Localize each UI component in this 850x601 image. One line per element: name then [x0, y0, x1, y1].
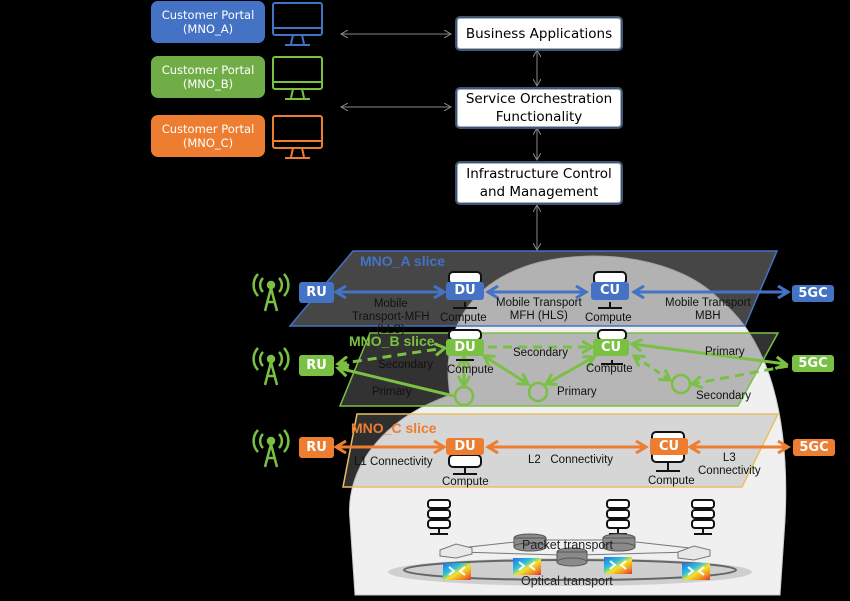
mno-c-slice-title: MNO_C slice — [351, 420, 437, 436]
mno-c-l1-label: L1 Connectivity — [354, 456, 433, 468]
mno-b-secondary-label: Secondary — [513, 347, 568, 359]
mno-b-secondary-label: Secondary — [378, 359, 433, 371]
mno-a-slice-title: MNO_A slice — [360, 253, 446, 269]
mno-b-primary-label: Primary — [705, 346, 745, 358]
mno-b-cu-compute-label: Compute — [586, 363, 633, 375]
optical-transport-label: Optical transport — [521, 574, 613, 588]
mno-a-ru[interactable]: RU — [299, 282, 334, 303]
antenna-icon — [252, 273, 290, 312]
server-rack-icon — [606, 499, 630, 535]
mno-b-slice-title: MNO_B slice — [349, 333, 435, 349]
mno-a-fronthaul-lls-label: Mobile Transport-MFH (LLS) — [352, 298, 430, 336]
mno-a-cu-compute-label: Compute — [585, 312, 632, 324]
mno-b-transport-node — [527, 381, 549, 403]
mno-b-du-node2-link — [484, 356, 528, 384]
monitor-icon — [272, 115, 323, 159]
mno-a-backhaul-label: Mobile Transport MBH — [665, 297, 751, 322]
mno-a-fronthaul-hls-label: Mobile Transport MFH (HLS) — [496, 297, 582, 322]
mno-c-du[interactable]: DU — [446, 438, 484, 455]
packet-transport-label: Packet transport — [522, 538, 614, 552]
server-icon — [448, 271, 482, 309]
mno-b-du[interactable]: DU — [446, 339, 484, 356]
mno-a-du-compute-label: Compute — [440, 312, 487, 324]
mno-b-cu[interactable]: CU — [593, 339, 629, 356]
mno-b-5gc[interactable]: 5GC — [792, 355, 834, 372]
mno-c-5gc[interactable]: 5GC — [793, 439, 835, 456]
mno-b-cu-core-primary-link — [632, 344, 786, 364]
customer-portal-mno-b[interactable]: Customer Portal(MNO_B) — [151, 56, 265, 98]
packet-switch-icon — [513, 533, 636, 567]
server-rack-icon — [691, 499, 715, 535]
mno-b-cu-node3-secondary-link — [634, 356, 670, 380]
monitor-icon — [272, 56, 323, 100]
customer-portal-mno-a[interactable]: Customer Portal(MNO_A) — [151, 1, 265, 43]
mno-b-transport-node — [670, 373, 692, 395]
mno-b-ru[interactable]: RU — [299, 355, 334, 376]
customer-portal-mno-c[interactable]: Customer Portal(MNO_C) — [151, 115, 265, 157]
server-icon — [593, 271, 627, 309]
router-icon — [439, 543, 711, 561]
mno-b-secondary-label: Secondary — [696, 390, 751, 402]
mno-b-primary-label: Primary — [372, 386, 412, 398]
antenna-icon — [252, 429, 290, 468]
mno-c-l2-label: L2 Connectivity — [528, 454, 614, 466]
mno-a-du[interactable]: DU — [446, 282, 484, 300]
mno-a-cu[interactable]: CU — [591, 282, 629, 300]
server-rack-icon — [427, 499, 451, 535]
roadm-icon — [443, 557, 710, 580]
mno-c-l3-label: L3 Connectivity — [698, 452, 761, 477]
server-icon — [448, 454, 482, 475]
mno-b-core-node3-secondary-link — [692, 364, 789, 384]
mno-c-du-compute-label: Compute — [442, 476, 489, 488]
mno-b-primary-label: Primary — [557, 386, 597, 398]
monitor-icon — [272, 2, 323, 46]
mno-b-ru-node1-primary-link — [338, 368, 455, 398]
mno-a-5gc[interactable]: 5GC — [792, 285, 834, 302]
mno-b-node2-cu-link — [546, 357, 594, 384]
mno-b-ru-du-secondary-link — [338, 348, 445, 364]
mno-b-du-compute-label: Compute — [447, 364, 494, 376]
mno-c-cu-compute-label: Compute — [648, 475, 695, 487]
business-applications-box[interactable]: Business Applications — [455, 16, 623, 51]
mno-c-cu[interactable]: CU — [650, 438, 688, 455]
antenna-icon — [252, 347, 290, 386]
mno-b-transport-node — [453, 385, 475, 407]
packet-links — [459, 539, 691, 556]
mno-c-ru[interactable]: RU — [299, 437, 334, 458]
